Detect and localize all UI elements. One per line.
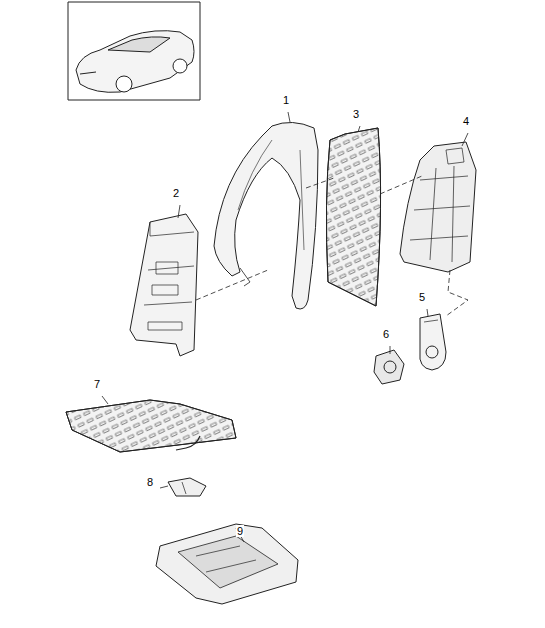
seat-frame xyxy=(156,524,298,604)
adjustment-motor xyxy=(374,350,404,384)
backrest-frame xyxy=(214,122,318,309)
bracket xyxy=(420,314,446,370)
callout-number: 9 xyxy=(236,525,244,537)
callout-number: 6 xyxy=(382,328,390,340)
callout-number: 2 xyxy=(172,187,180,199)
leader-line xyxy=(102,112,468,542)
seat-mat xyxy=(66,400,236,452)
backrest-plate xyxy=(326,128,380,306)
backrest-rear-frame xyxy=(400,142,476,272)
thumbnail-frame xyxy=(68,2,200,100)
car-thumbnail xyxy=(76,31,194,93)
backrest-panel xyxy=(130,214,198,356)
assembly-line xyxy=(196,176,468,316)
callout-number: 3 xyxy=(352,108,360,120)
callout-number: 4 xyxy=(462,115,470,127)
callout-number: 8 xyxy=(146,476,154,488)
callout-number: 1 xyxy=(282,94,290,106)
clip xyxy=(168,478,206,496)
callout-number: 5 xyxy=(418,291,426,303)
callout-number: 7 xyxy=(93,378,101,390)
